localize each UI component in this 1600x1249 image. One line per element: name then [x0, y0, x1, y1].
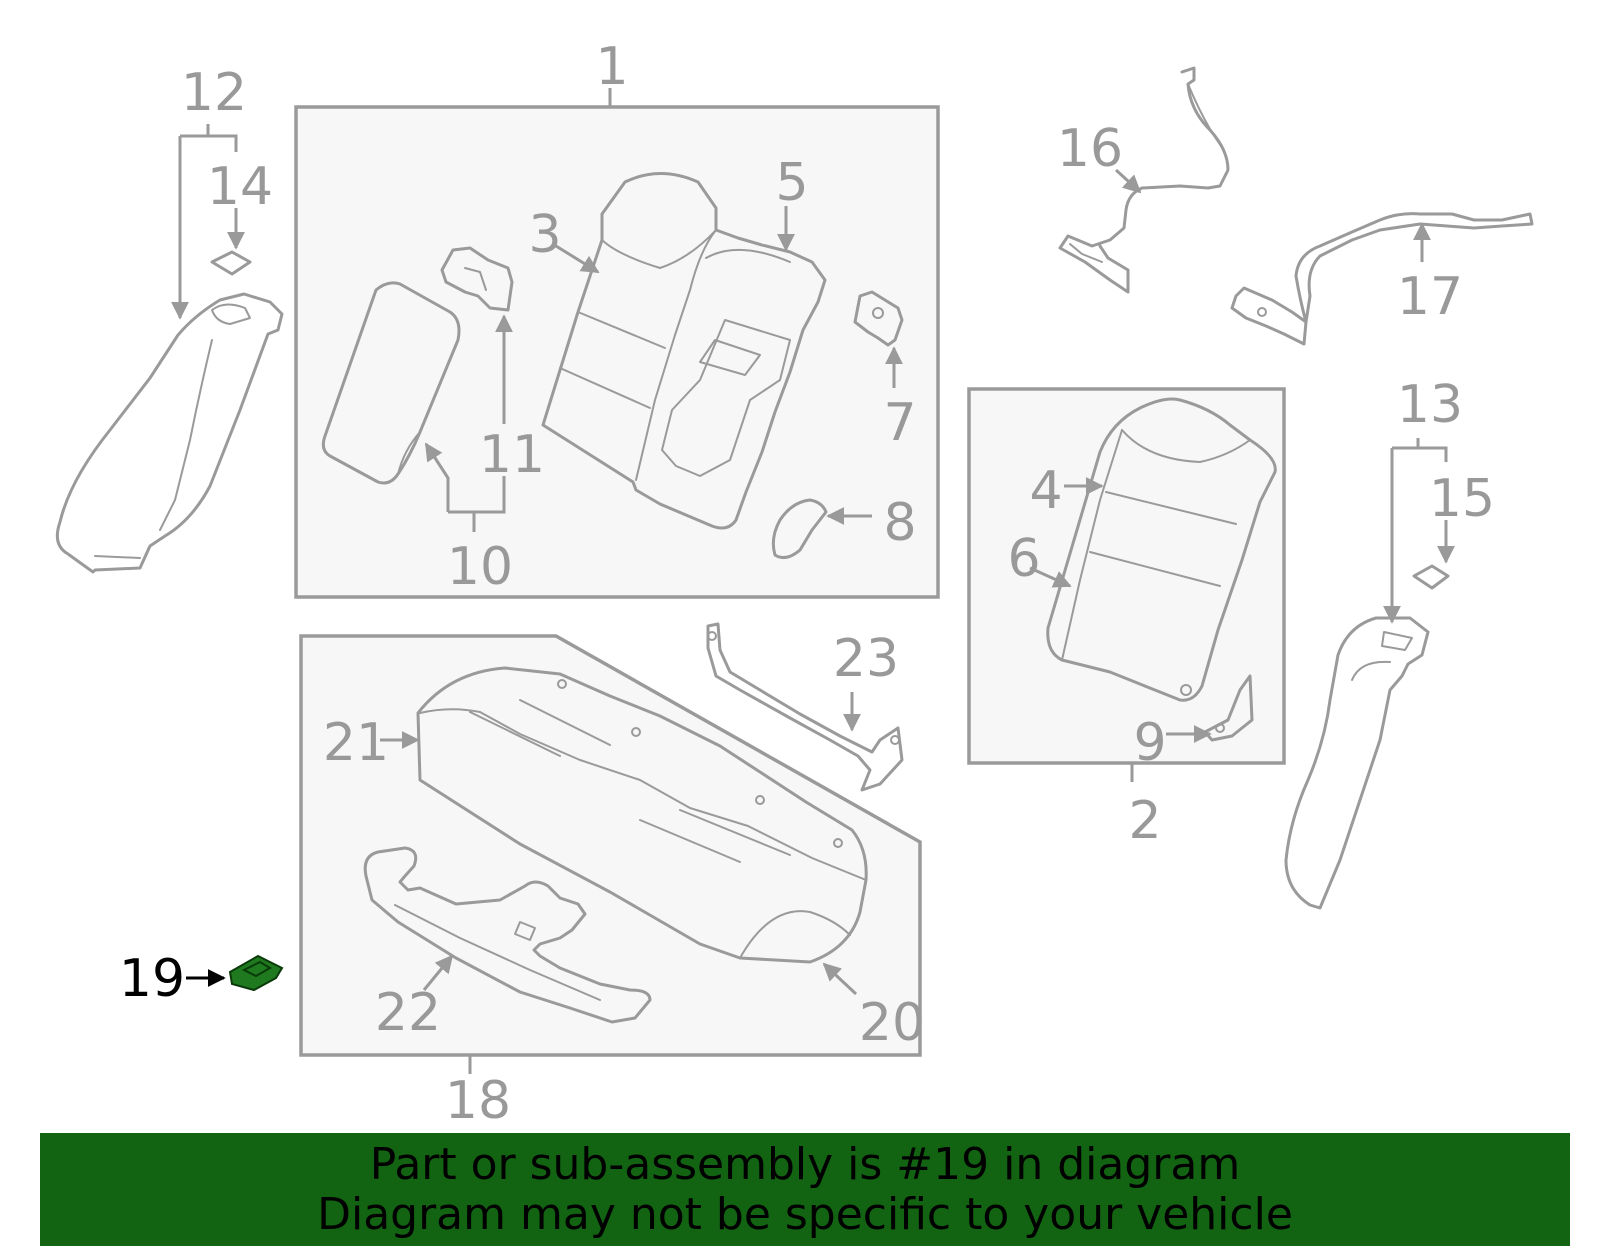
bracket-7-part [853, 290, 904, 347]
callout-16: 16 [1057, 119, 1123, 179]
harness-17-part [1230, 212, 1534, 346]
callout-10: 10 [447, 537, 513, 597]
info-banner: Part or sub-assembly is #19 in diagram D… [40, 1133, 1570, 1246]
callout-11: 11 [479, 425, 545, 485]
callout-21: 21 [323, 713, 389, 773]
trim-panel-13-part [1284, 616, 1430, 910]
group-box-18 [299, 634, 922, 1057]
callout-2: 2 [1128, 791, 1161, 851]
callout-3: 3 [528, 205, 561, 265]
callout-19: 19 [119, 949, 185, 1009]
frame-22-part [363, 846, 652, 1024]
callout-8: 8 [883, 493, 916, 553]
callout-22: 22 [375, 983, 441, 1043]
armrest-part [321, 281, 461, 485]
group-box-1 [294, 105, 940, 599]
banner-line-disclaimer: Diagram may not be specific to your vehi… [317, 1189, 1293, 1240]
callout-6: 6 [1007, 529, 1040, 589]
callout-18: 18 [445, 1071, 511, 1131]
clip-15-part [1412, 564, 1450, 590]
callout-23: 23 [833, 629, 899, 689]
bracket-11-part [440, 246, 514, 312]
highlighted-part-19 [228, 954, 284, 992]
callout-1: 1 [595, 37, 628, 97]
rod-23-part [706, 622, 904, 792]
harness-16-part [1058, 66, 1230, 294]
callout-7: 7 [883, 393, 916, 453]
callout-5: 5 [775, 153, 808, 213]
seat-back-part [541, 172, 827, 530]
side-seat-back-part [1046, 397, 1277, 702]
seat-cushion-part [416, 666, 868, 964]
callout-13: 13 [1397, 375, 1463, 435]
callout-9: 9 [1133, 713, 1166, 773]
trim-panel-12-part [55, 292, 284, 574]
callout-12: 12 [181, 63, 247, 123]
banner-line-part-number: Part or sub-assembly is #19 in diagram [369, 1139, 1241, 1190]
hinge-9-part [1203, 674, 1254, 742]
callout-15: 15 [1429, 469, 1495, 529]
clip-14-part [210, 250, 252, 276]
callout-17: 17 [1397, 267, 1463, 327]
cover-8-part [771, 498, 828, 560]
callout-20: 20 [859, 993, 925, 1053]
callout-4: 4 [1029, 461, 1062, 521]
callout-14: 14 [207, 157, 273, 217]
